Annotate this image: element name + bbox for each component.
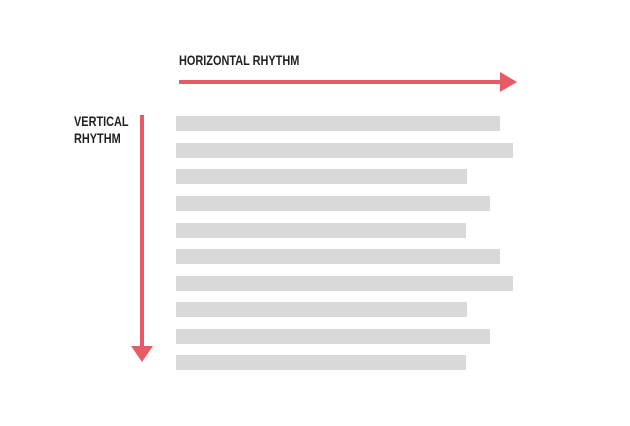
placeholder-text-line — [176, 196, 490, 211]
placeholder-text-line — [176, 143, 513, 158]
placeholder-text-line — [176, 223, 466, 238]
placeholder-text-line — [176, 169, 467, 184]
placeholder-text-line — [176, 329, 490, 344]
vertical-rhythm-label-line-1: VERTICAL — [74, 113, 129, 129]
placeholder-text-line — [176, 116, 500, 131]
placeholder-text-line — [176, 276, 513, 291]
vertical-rhythm-label-line-2: RHYTHM — [74, 130, 121, 146]
placeholder-text-line — [176, 355, 466, 370]
horizontal-rhythm-label: HORIZONTAL RHYTHM — [179, 52, 300, 68]
placeholder-text-line — [176, 302, 467, 317]
placeholder-text-line — [176, 249, 500, 264]
vertical-rhythm-label: VERTICAL RHYTHM — [74, 113, 144, 147]
